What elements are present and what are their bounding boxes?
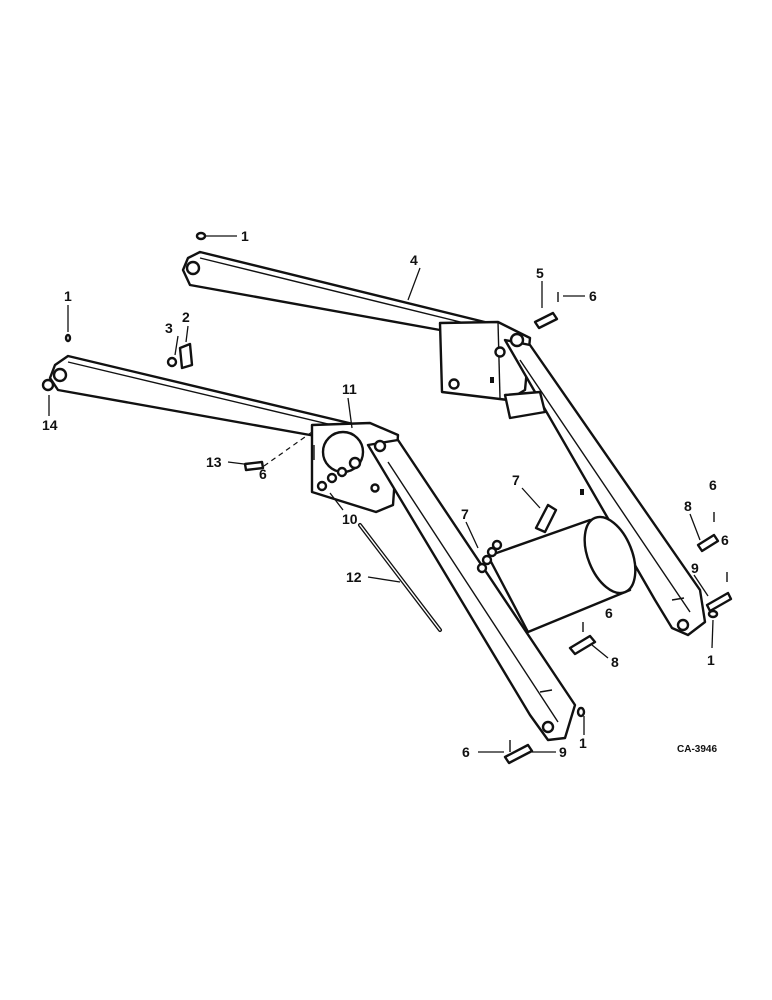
- drawing-code: CA-3946: [677, 744, 717, 755]
- callout-6-plate: 6: [259, 466, 267, 482]
- hardware: [41, 231, 733, 765]
- callout-4: 4: [410, 252, 418, 268]
- callout-3: 3: [165, 320, 173, 336]
- callout-1-bottom: 1: [579, 735, 587, 751]
- callout-1-right: 1: [707, 652, 715, 668]
- callout-1-left: 1: [64, 288, 72, 304]
- callout-13: 13: [206, 454, 222, 470]
- callout-9-bottom: 9: [559, 744, 567, 760]
- callout-8-center: 8: [611, 654, 619, 670]
- callout-7-clip: 7: [512, 472, 520, 488]
- callout-2: 2: [182, 309, 190, 325]
- callout-6-right: 6: [721, 532, 729, 548]
- callout-7-washers: 7: [461, 506, 469, 522]
- leader-lines: [48, 235, 714, 753]
- front-lift-arm: [48, 354, 577, 742]
- callout-6-top: 6: [589, 288, 597, 304]
- callout-labels: 1 4 5 6 1 2 3 14 11 13 6 10 7 7 12 8 6 6…: [42, 228, 729, 760]
- callout-6-bottom: 6: [462, 744, 470, 760]
- callout-11: 11: [342, 381, 357, 397]
- rear-lift-arm: [181, 250, 707, 637]
- callout-8-right: 8: [684, 498, 692, 514]
- callout-14: 14: [42, 417, 58, 433]
- callout-10: 10: [342, 511, 358, 527]
- callout-6-right-top: 6: [709, 477, 717, 493]
- callout-6-center: 6: [605, 605, 613, 621]
- callout-9-right: 9: [691, 560, 699, 576]
- callout-12: 12: [346, 569, 362, 585]
- washer-stack: [476, 539, 503, 574]
- callout-5: 5: [536, 265, 544, 281]
- cross-tube: [486, 390, 637, 634]
- callout-1-top: 1: [241, 228, 249, 244]
